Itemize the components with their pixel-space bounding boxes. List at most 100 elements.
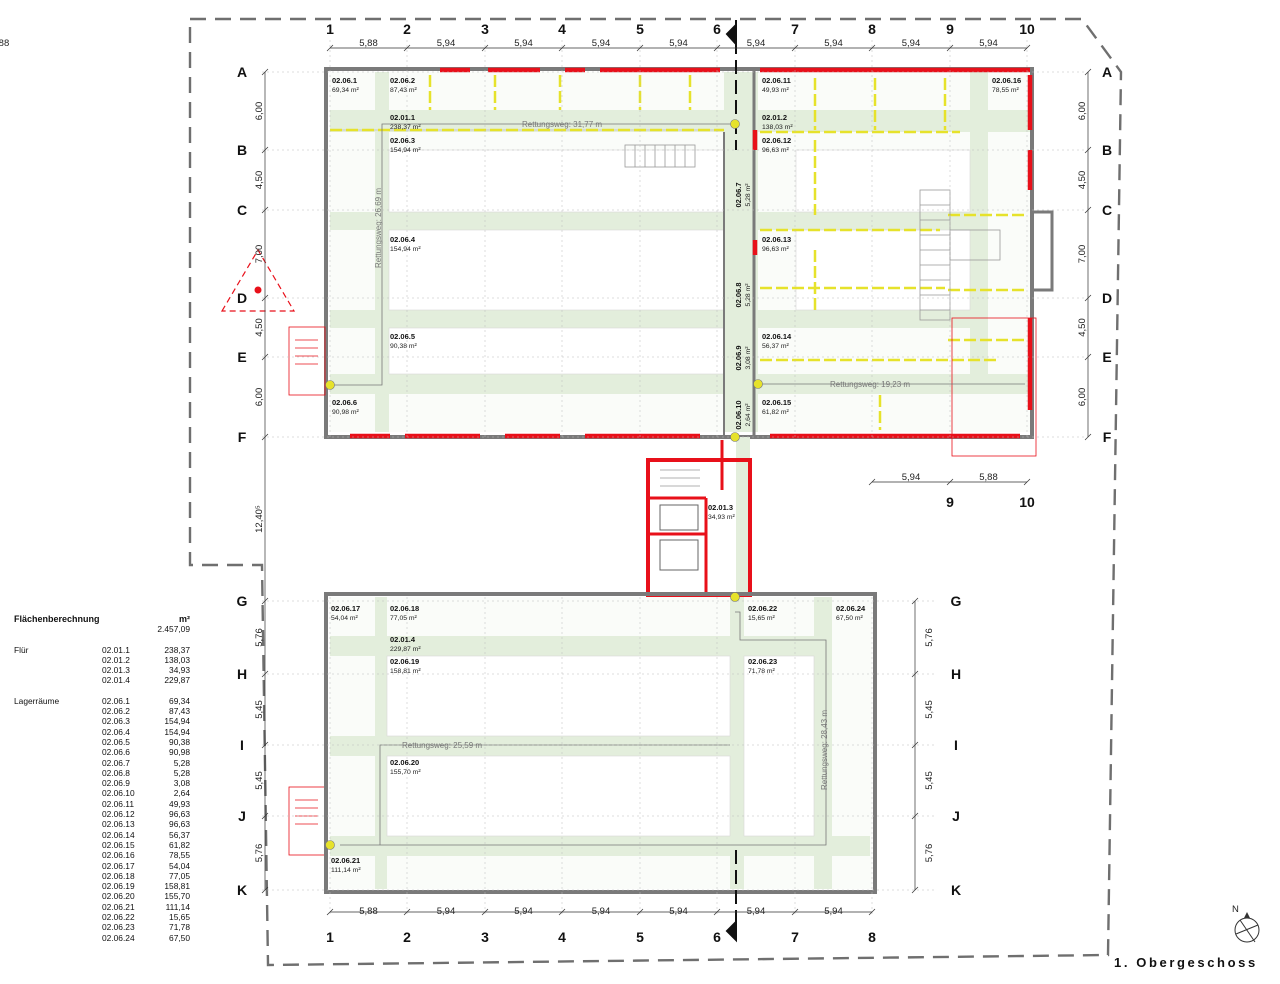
dimension-label: 5,94 [747,906,766,917]
grid-row-label: J [238,808,246,824]
legend-room-id: 02.06.6 [102,747,130,758]
room-area: 138,03 m² [762,124,793,131]
room-id: 02.06.8 [734,282,743,307]
grid-column-label: 2 [403,21,411,37]
room-area: 155,70 m² [390,769,421,776]
room-id: 02.06.15 [762,398,791,407]
grid-line [791,44,799,52]
dimension-label: 5,94 [437,906,456,917]
legend-group-name: Lagerräume [14,695,60,706]
grid-column-label: 10 [1019,494,1035,510]
legend-room-id: 02.06.9 [102,778,130,789]
grid-column-label: 5 [636,929,644,945]
room-area: 69,34 m² [332,87,360,94]
legend-room-area: 61,82 [169,839,190,850]
dimension-label: 5,88 [359,906,378,917]
grid-row-label: H [951,666,961,682]
grid-row-label: E [237,349,246,365]
grid-line [558,908,566,916]
grid-line [946,478,954,486]
grid-line [261,741,269,749]
room-area: 229,87 m² [390,646,421,653]
grid-line [261,670,269,678]
legend-room-id: 02.06.18 [102,870,135,881]
grid-row-label: D [1102,290,1112,306]
legend-room-area: 90,98 [169,747,190,758]
exit-door-icon [730,592,740,602]
grid-row-label: K [237,882,247,898]
grid-line [636,44,644,52]
rooms-north [388,149,971,375]
legend-group-name: Flür [14,644,29,655]
legend-room-id: 02.06.15 [102,839,135,850]
room-area: 54,04 m² [331,615,359,622]
legend-room-area: 15,65 [169,912,190,923]
dimension-label: 6,00 [1077,388,1088,407]
legend-room-area: 56,37 [169,829,190,840]
grid-line [868,44,876,52]
room-area: 87,43 m² [390,87,418,94]
room-area: 90,38 m² [390,343,418,350]
legend-room-area: 155,70 [164,891,190,902]
room-area: 5,28 m² [745,183,752,207]
room-area: 154,94 m² [390,246,421,253]
dimension-label: 4,50 [254,171,265,190]
legend-room-id: 02.06.23 [102,922,135,933]
legend-row: 02.06.15 61,82 [14,840,192,850]
room-id: 02.06.4 [390,235,416,244]
dimension-label: 5,94 [979,38,998,49]
grid-line [558,44,566,52]
legend-room-id: 02.06.1 [102,695,130,706]
grid-row-label: D [237,290,247,306]
grid-line [911,741,919,749]
legend-room-id: 02.06.24 [102,932,135,943]
grid-line [403,44,411,52]
grid-line [1084,146,1092,154]
dimension-label: 4,50 [1077,171,1088,190]
grid-row-label: H [237,666,247,682]
grid-line [636,908,644,916]
dimension-label: 5,45 [254,771,265,790]
grid-line [791,908,799,916]
legend-room-id: 02.06.12 [102,809,135,820]
grid-row-label: C [237,202,247,218]
legend-room-id: 02.06.22 [102,912,135,923]
room-area: 49,93 m² [762,87,790,94]
legend-room-area: 3,08 [173,778,190,789]
legend-room-area: 96,63 [169,819,190,830]
dimension-label: 5,94 [669,906,688,917]
room-id: 02.06.14 [762,332,792,341]
grid-column-label: 6 [713,21,721,37]
escape-route-label: Rettungsweg: 28,43 m [820,710,829,790]
grid-column-label: 2 [403,929,411,945]
grid-column-label: 8 [868,21,876,37]
room-area: 90,98 m² [332,409,360,416]
grid-column-label: 1 [326,21,334,37]
legend-room-area: 2,64 [173,788,190,799]
room-id: 02.06.5 [390,332,415,341]
legend-room-area: 229,87 [164,675,190,686]
grid-line [261,812,269,820]
legend-room-id: 02.01.3 [102,665,130,676]
legend-room-area: 49,93 [169,798,190,809]
legend-room-id: 02.06.16 [102,850,135,861]
room-id: 02.06.11 [762,76,791,85]
legend-room-area: 54,04 [169,860,190,871]
dimension-label: 7,00 [1077,245,1088,264]
grid-column-label: 1 [326,929,334,945]
dimension-label: 7,00 [254,245,265,264]
